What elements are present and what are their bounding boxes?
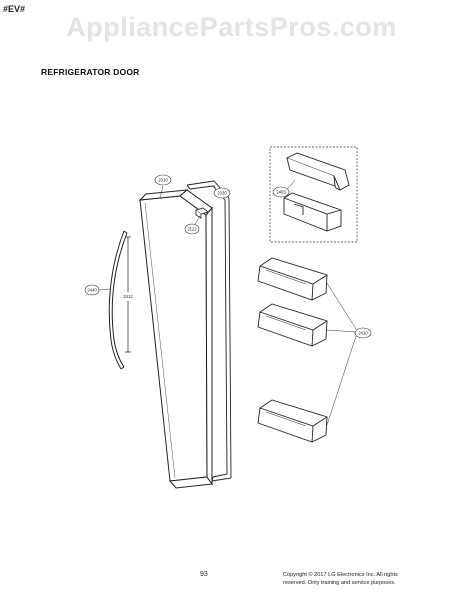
watermark-logo: AppliancePartsPros.com [66,12,397,42]
door-bin-3 [257,399,328,443]
svg-text:2403: 2403 [276,190,286,195]
door-gasket [186,180,232,482]
copyright-line-2: reserved. Only training and service purp… [283,579,396,586]
svg-text:2310: 2310 [158,178,168,183]
copyright-line-1: Copyright © 2017 LG Electronics Inc. All… [283,572,398,578]
leader-lines [98,179,357,426]
cover-group-box [269,146,358,243]
model-code: #EV# [3,4,26,14]
copyright-notice: Copyright © 2017 LG Electronics Inc. All… [283,572,458,587]
callout-handle-length: 2412 [121,292,135,301]
section-title: REFRIGERATOR DOOR [41,67,140,77]
page-number: 93 [200,571,208,578]
door-cap [195,207,209,219]
door-handle [108,230,128,370]
callout-cap: 2122 [184,223,200,235]
svg-text:2440: 2440 [87,288,97,293]
callout-door-top: 2310 [154,174,172,186]
dairy-cover [285,152,350,191]
callout-handle: 2440 [84,284,100,296]
callout-cover-group: 2403 [272,186,290,198]
callout-bins: 2410 [354,327,372,339]
door-panel [138,189,213,489]
svg-text:2330: 2330 [217,191,227,196]
svg-text:2412: 2412 [123,294,133,299]
door-bin-2 [257,303,328,347]
svg-text:2410: 2410 [358,331,368,336]
dairy-bin [283,192,342,232]
callout-gasket: 2330 [213,187,231,199]
svg-text:2122: 2122 [187,227,197,232]
door-bin-1 [257,257,328,301]
